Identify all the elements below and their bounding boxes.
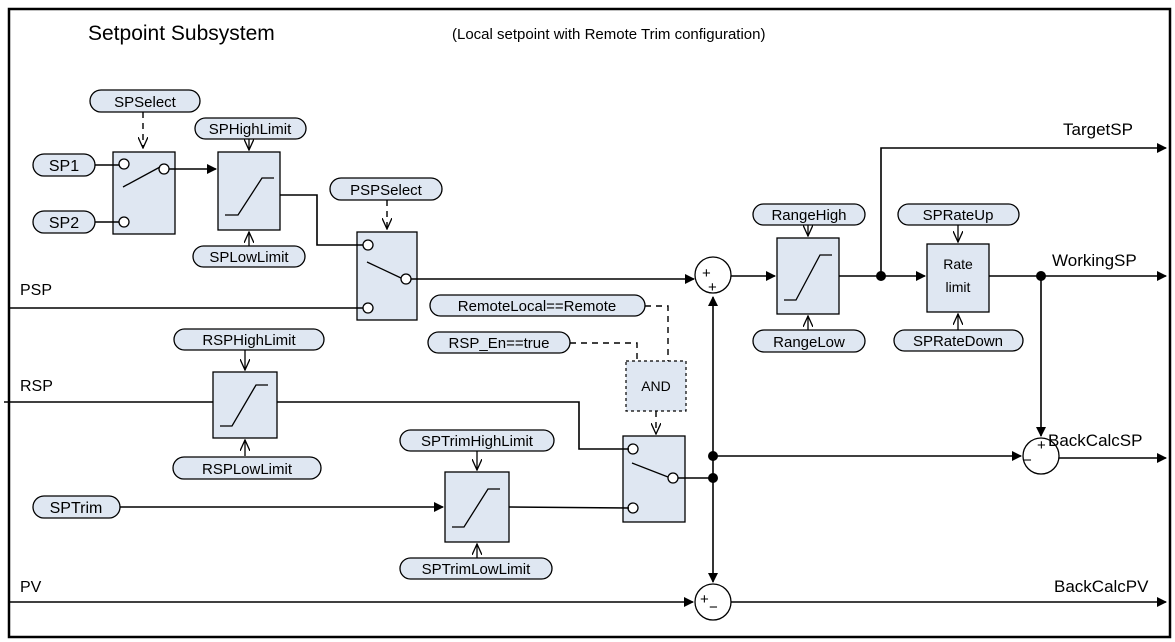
svg-text:PSPSelect: PSPSelect (350, 182, 423, 199)
tag-range-high[interactable]: RangeHigh (752, 203, 866, 226)
tag-sp2[interactable]: SP2 (32, 210, 96, 234)
sum-junction-backcalc-pv: + − (694, 583, 732, 621)
svg-text:+: + (702, 265, 711, 282)
tag-sp-rate-up[interactable]: SPRateUp (897, 203, 1020, 226)
svg-text:RangeHigh: RangeHigh (771, 207, 846, 224)
tag-remote-local[interactable]: RemoteLocal==Remote (429, 294, 646, 317)
svg-text:SPHighLimit: SPHighLimit (209, 121, 292, 138)
psp-select-switch (356, 231, 418, 321)
diagram-border (7, 7, 1172, 639)
svg-text:RemoteLocal==Remote: RemoteLocal==Remote (458, 298, 616, 315)
parameter-links (143, 112, 958, 558)
and-gate: AND (625, 360, 687, 412)
diagram-subtitle: (Local setpoint with Remote Trim configu… (452, 26, 765, 43)
svg-text:+: + (1037, 437, 1046, 454)
tag-sp-high-limit[interactable]: SPHighLimit (194, 117, 307, 140)
rate-limit-label-1: Rate (943, 256, 973, 272)
signal-lines (4, 143, 1167, 607)
tag-sp1[interactable]: SP1 (32, 153, 96, 177)
svg-text:SPRateDown: SPRateDown (913, 333, 1003, 350)
sum-junction-main: + + (694, 256, 732, 296)
rsp-limit-block (212, 371, 278, 439)
svg-text:−: − (709, 599, 718, 616)
svg-text:SPTrimHighLimit: SPTrimHighLimit (421, 433, 534, 450)
sp-limit-block (217, 151, 281, 231)
range-limit-block (776, 237, 840, 315)
svg-text:SPLowLimit: SPLowLimit (209, 249, 289, 266)
tag-sp-select[interactable]: SPSelect (89, 89, 201, 113)
svg-text:SP1: SP1 (49, 158, 79, 175)
output-label-target-sp: TargetSP (1063, 120, 1133, 139)
output-label-working-sp: WorkingSP (1052, 251, 1137, 270)
tag-sp-low-limit[interactable]: SPLowLimit (192, 245, 306, 268)
svg-text:RSP_En==true: RSP_En==true (449, 335, 550, 352)
rate-limit-block: Rate limit (926, 243, 990, 313)
tag-sp-trim-high-limit[interactable]: SPTrimHighLimit (399, 429, 555, 452)
input-label-rsp: RSP (20, 378, 53, 395)
sp-trim-limit-block (444, 471, 510, 543)
tag-sp-rate-down[interactable]: SPRateDown (893, 329, 1024, 352)
tag-range-low[interactable]: RangeLow (752, 329, 866, 353)
diagram-title: Setpoint Subsystem (88, 22, 275, 45)
svg-text:SP2: SP2 (49, 215, 79, 232)
output-label-back-calc-pv: BackCalcPV (1054, 577, 1149, 596)
input-label-pv: PV (20, 579, 42, 596)
tag-psp-select[interactable]: PSPSelect (329, 177, 443, 201)
svg-text:+: + (708, 279, 717, 296)
rate-limit-label-2: limit (946, 279, 971, 295)
tag-rsp-low-limit[interactable]: RSPLowLimit (172, 456, 322, 480)
sp-select-switch (112, 151, 176, 235)
output-label-back-calc-sp: BackCalcSP (1048, 431, 1142, 450)
tag-rsp-en[interactable]: RSP_En==true (427, 331, 571, 354)
tag-rsp-high-limit[interactable]: RSPHighLimit (173, 328, 325, 351)
svg-text:−: − (1023, 452, 1032, 469)
svg-text:RSPLowLimit: RSPLowLimit (202, 461, 293, 478)
input-label-psp: PSP (20, 282, 52, 299)
tag-sp-trim-low-limit[interactable]: SPTrimLowLimit (399, 557, 553, 580)
svg-text:SPRateUp: SPRateUp (923, 207, 994, 224)
svg-text:SPSelect: SPSelect (114, 94, 177, 111)
svg-text:RSPHighLimit: RSPHighLimit (202, 332, 296, 349)
and-gate-label: AND (641, 378, 671, 394)
svg-text:RangeLow: RangeLow (773, 334, 845, 351)
svg-text:SPTrim: SPTrim (50, 500, 103, 517)
svg-text:+: + (700, 591, 709, 608)
sum-junction-backcalc-sp: + − (1022, 437, 1060, 475)
svg-text:SPTrimLowLimit: SPTrimLowLimit (422, 561, 531, 578)
tag-sp-trim[interactable]: SPTrim (32, 495, 121, 519)
remote-local-switch (622, 435, 686, 523)
